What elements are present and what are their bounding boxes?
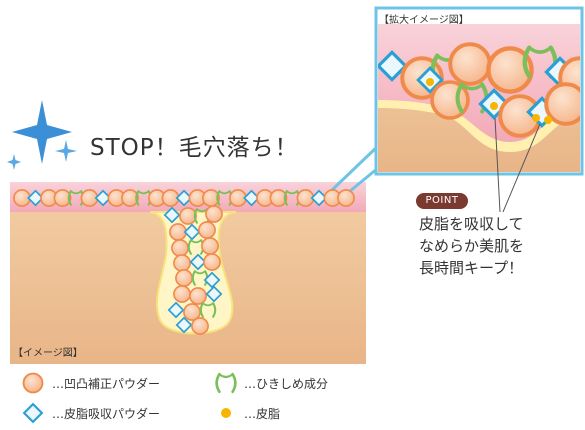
sebum-dot-icon [544, 116, 552, 124]
point-text-line-1: 皮脂を吸収して [419, 215, 524, 233]
legend-label-diamond: …皮脂吸収パウダー [52, 407, 161, 421]
sebum-dot-icon [532, 114, 540, 122]
diamond-powder-icon [167, 301, 185, 319]
orange-powder-icon [179, 207, 197, 225]
diamond-powder-icon [310, 189, 328, 207]
legend-label-bracket: …ひきしめ成分 [244, 377, 329, 391]
point-text-line-2: なめらか美肌を [419, 237, 525, 255]
blue-diamond-icon [22, 402, 44, 424]
orange-powder-icon [205, 205, 223, 223]
sebum-dot-icon [426, 78, 434, 86]
diamond-powder-icon [203, 271, 221, 289]
diamond-powder-icon [378, 50, 408, 82]
orange-powder-icon [544, 82, 580, 126]
diamond-powder-icon [163, 206, 181, 224]
diagram-title: 【イメージ図】 [13, 348, 83, 359]
diamond-powder-icon [205, 285, 223, 303]
diamond-powder-icon [94, 189, 112, 207]
orange-powder-icon [448, 42, 492, 86]
point-text-line-3: 長時間キープ！ [419, 259, 524, 277]
orange-powder-icon [191, 317, 209, 335]
diamond-powder-icon [27, 189, 44, 207]
orange-powder-icon [337, 189, 355, 207]
diamond-powder-icon [243, 189, 260, 207]
sparkle-icon-small [7, 140, 77, 170]
sebum-dot-icon [490, 102, 498, 110]
orange-powder-icon [53, 189, 72, 207]
diamond-powder-icon [175, 316, 193, 334]
legend-label-orange: …凹凸補正パウダー [52, 377, 161, 391]
orange-powder-icon [198, 221, 216, 239]
inset-title: 【拡大イメージ図】 [379, 15, 469, 26]
diamond-powder-icon [183, 223, 201, 241]
diamond-powder-icon [189, 253, 207, 271]
point-callout-lines [494, 117, 541, 213]
tightening-bracket-icon [199, 302, 217, 318]
orange-powder-icon [189, 287, 207, 305]
orange-powder-icon [175, 269, 193, 287]
orange-powder-icon [121, 189, 139, 207]
point-badge: POINT [416, 193, 468, 209]
orange-circle-icon [22, 372, 44, 394]
orange-powder-icon [201, 237, 219, 255]
orange-powder-icon [173, 285, 191, 303]
diamond-powder-icon [175, 189, 193, 207]
orange-powder-icon [173, 254, 191, 272]
legend-label-sebum: …皮脂 [244, 407, 281, 421]
orange-powder-icon [486, 46, 534, 94]
sparkle-icon-large [12, 100, 72, 164]
yellow-dot-icon [221, 408, 231, 418]
magnified-inset [374, 6, 584, 176]
orange-powder-icon [203, 253, 221, 271]
orange-powder-icon [269, 189, 288, 207]
headline: STOP！毛穴落ち！ [90, 135, 299, 161]
orange-powder-icon [171, 239, 189, 257]
green-bracket-icon [215, 372, 237, 394]
